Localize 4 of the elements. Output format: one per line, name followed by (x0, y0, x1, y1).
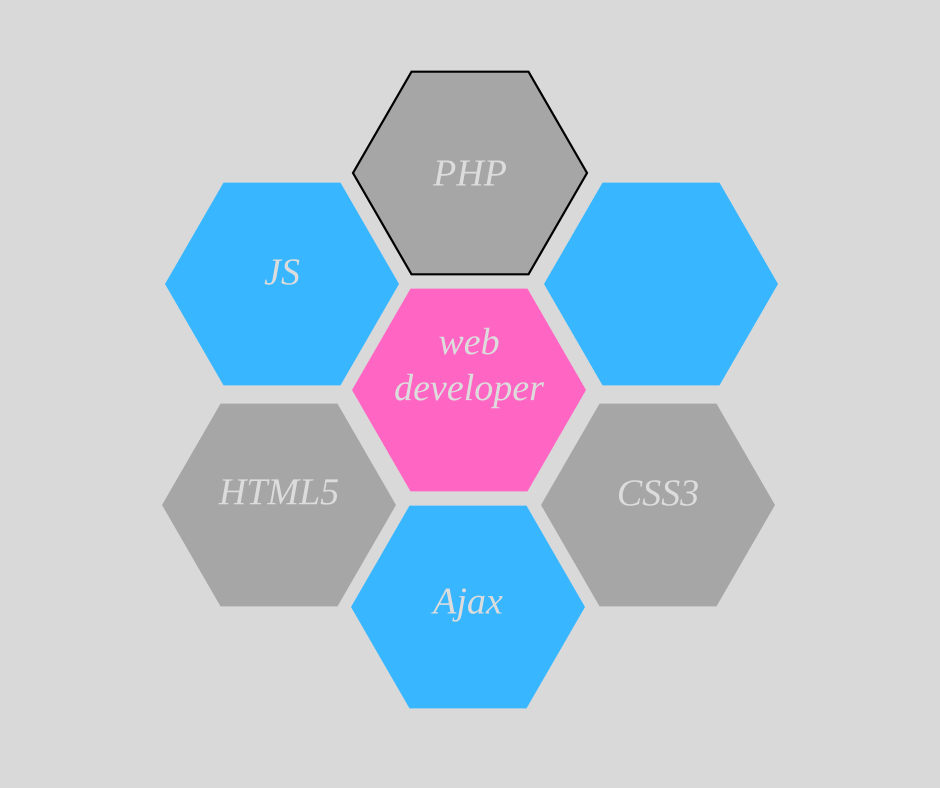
hexagon: JS (165, 182, 399, 386)
hexagon (544, 182, 778, 386)
hexagon: web developer (352, 288, 586, 492)
hexagon: Ajax (351, 506, 585, 708)
